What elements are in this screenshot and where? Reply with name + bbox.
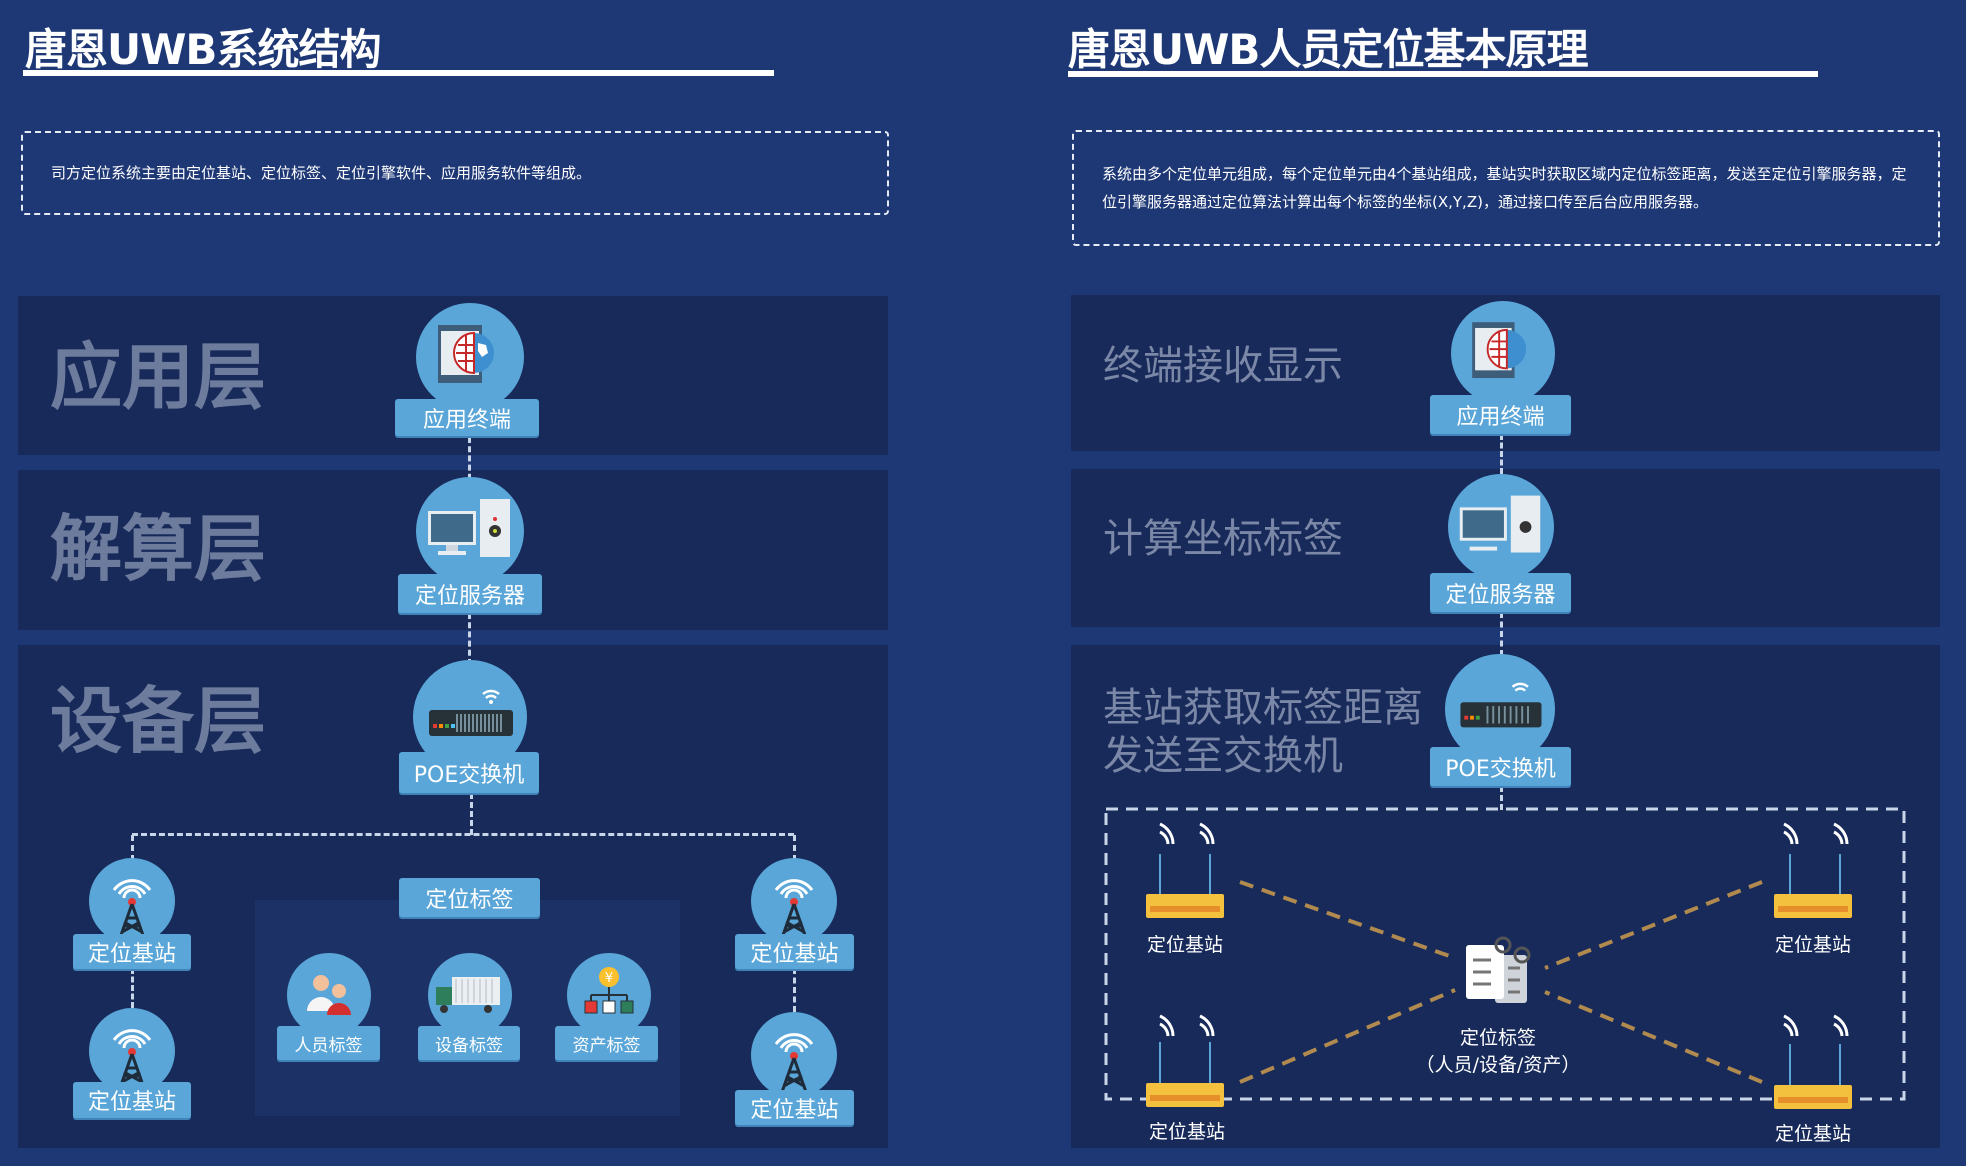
person-tag-node [287, 953, 371, 1037]
antenna-tower-icon [774, 1033, 814, 1093]
router-icon [1774, 822, 1852, 918]
switch-label: POE交换机 [1430, 747, 1571, 786]
terminal-node [416, 303, 524, 411]
connector [793, 968, 796, 1012]
left-description-box: 司方定位系统主要由定位基站、定位标签、定位引擎软件、应用服务软件等组成。 [21, 131, 889, 215]
person-tag-label: 人员标签 [277, 1026, 380, 1060]
server-node [416, 477, 524, 585]
calc-step-label: 计算坐标标签 [1103, 516, 1343, 562]
connector [131, 835, 134, 861]
right-description: 系统由多个定位单元组成，每个定位单元由4个基站组成，基站实时获取区域内定位标签距… [1102, 165, 1907, 211]
anchor-label: 定位基站 [73, 1082, 191, 1118]
server-node [1448, 474, 1554, 580]
connector [1500, 434, 1503, 474]
server-label: 定位服务器 [398, 574, 542, 613]
switch-label: POE交换机 [399, 752, 539, 793]
tag-types-label: （人员/设备/资产） [1415, 1054, 1581, 1076]
router-icon [1146, 1014, 1224, 1107]
connector [1500, 786, 1503, 810]
anchor-label: 定位基站 [1146, 934, 1223, 956]
left-title: 唐恩UWB系统结构 [25, 25, 381, 74]
anchor-label: 定位基站 [73, 934, 191, 969]
connector [468, 613, 471, 665]
antenna-tower-icon [774, 879, 814, 939]
right-description-box: 系统由多个定位单元组成，每个定位单元由4个基站组成，基站实时获取区域内定位标签距… [1072, 130, 1940, 246]
anchor-label: 定位基站 [735, 934, 854, 969]
truck-icon [436, 977, 500, 1013]
anchor-node [751, 858, 837, 944]
computer-server-icon [1459, 495, 1541, 553]
left-description: 司方定位系统主要由定位基站、定位标签、定位引擎软件、应用服务软件等组成。 [51, 164, 592, 182]
terminal-node [1451, 301, 1555, 405]
distance-links [1239, 880, 1763, 1084]
coin-hierarchy-icon: ¥ [584, 967, 634, 1014]
router-icon [1774, 1014, 1852, 1109]
app-layer-label: 应用层 [50, 335, 267, 419]
anchor-label: 定位基站 [735, 1090, 854, 1125]
connector [793, 835, 796, 861]
connector [468, 437, 471, 489]
calc-layer-label: 解算层 [50, 507, 267, 591]
antenna-tower-icon [112, 879, 152, 939]
people-icon [307, 975, 351, 1015]
right-title-underline [1068, 71, 1818, 77]
acquire-step-label-2: 发送至交换机 [1103, 733, 1343, 779]
anchor-label: 定位基站 [1774, 934, 1851, 956]
anchor-label: 定位基站 [1774, 1123, 1851, 1145]
display-step-label: 终端接收显示 [1103, 343, 1343, 389]
server-label: 定位服务器 [1430, 573, 1571, 612]
anchor-node [89, 1008, 175, 1094]
tag-document-icon [1466, 936, 1531, 1003]
acquire-step-label-1: 基站获取标签距离 [1103, 685, 1423, 731]
left-title-underline [23, 70, 774, 76]
equipment-tag-node [428, 953, 512, 1037]
tag-label: 定位标签 [1459, 1027, 1536, 1049]
connector [131, 968, 134, 1008]
poe-switch-icon [1460, 682, 1542, 728]
device-layer-label: 设备层 [50, 679, 267, 763]
anchor-node [89, 858, 175, 944]
computer-server-icon [428, 499, 510, 557]
connector [132, 833, 794, 836]
antenna-tower-icon [112, 1029, 152, 1089]
globe-tablet-icon [1472, 322, 1527, 379]
right-title: 唐恩UWB人员定位基本原理 [1068, 25, 1588, 74]
anchor-label: 定位基站 [1148, 1121, 1225, 1143]
equipment-tag-label: 设备标签 [418, 1026, 520, 1060]
terminal-label: 应用终端 [395, 399, 539, 436]
switch-node [1445, 654, 1555, 764]
router-icon [1146, 822, 1224, 918]
tag-group-label: 定位标签 [399, 878, 540, 917]
poe-switch-icon [429, 689, 513, 736]
globe-tablet-icon [438, 325, 494, 383]
asset-tag-label: 资产标签 [555, 1026, 658, 1060]
terminal-label: 应用终端 [1430, 395, 1571, 434]
asset-tag-node: ¥ [567, 953, 651, 1037]
positioning-unit-boundary [1104, 807, 1906, 1101]
anchor-node [751, 1012, 837, 1098]
connector [470, 793, 473, 835]
connector [1500, 612, 1503, 656]
svg-text:¥: ¥ [605, 971, 613, 986]
